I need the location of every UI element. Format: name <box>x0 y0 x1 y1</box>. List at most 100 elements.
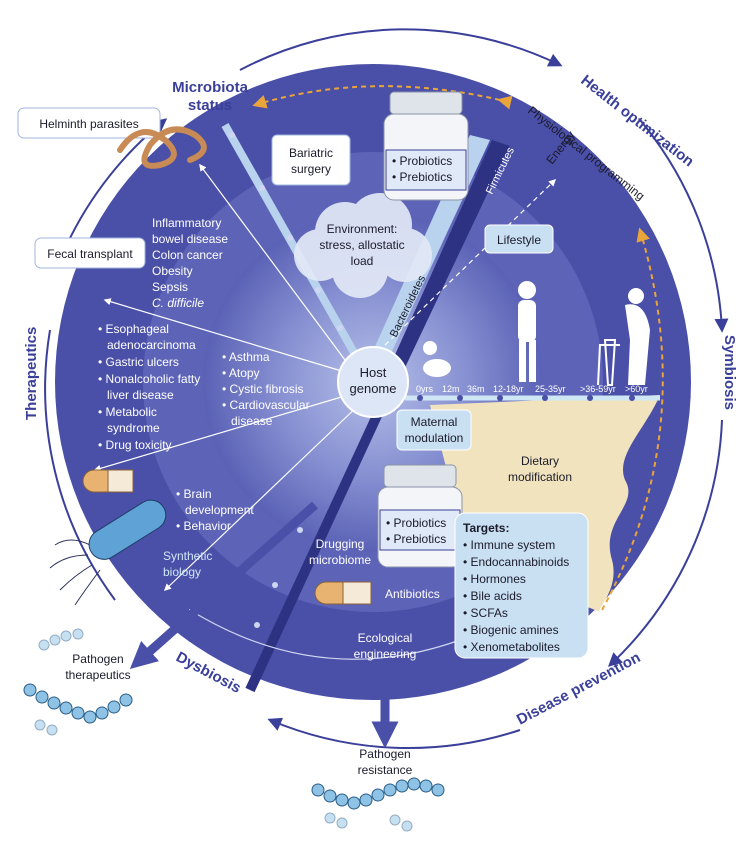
bottle-top-line2: • Prebiotics <box>392 170 452 184</box>
probiotics-bottle-bottom <box>377 464 463 568</box>
bottle-bottom-line2: • Prebiotics <box>386 532 446 546</box>
synthetic-line1: Synthetic <box>163 549 212 563</box>
maternal-box <box>396 409 472 451</box>
orange-arc-right <box>601 227 664 611</box>
disease-b-2: • Gastric ulcers <box>98 355 179 369</box>
brain-line3: • Behavior <box>176 519 231 533</box>
pathogen-chain-left-icon <box>23 628 133 736</box>
life-stage-figures <box>423 281 650 386</box>
brain-group: • Brain development • Behavior <box>176 487 254 533</box>
drugging-line1: Drugging <box>316 537 365 551</box>
ecological-curve <box>188 609 461 660</box>
disease-a-1: bowel disease <box>152 232 228 246</box>
disease-b-7: • Drug toxicity <box>98 438 172 452</box>
bariatric-line1: Bariatric <box>289 146 333 160</box>
host-genome-line2: genome <box>350 381 397 396</box>
capsule-left-icon <box>82 469 134 493</box>
brain-line1: • Brain <box>176 487 212 501</box>
disease-c-4: disease <box>231 414 273 428</box>
lifestyle-label: Lifestyle <box>497 233 541 247</box>
pathogen-therapeutics-line1: Pathogen <box>72 652 123 666</box>
host-genome-circle <box>337 346 409 418</box>
bariatric-box <box>271 134 351 186</box>
brain-line2: development <box>185 503 254 517</box>
diseases-group-a: Inflammatory bowel disease Colon cancer … <box>152 216 228 310</box>
fecal-transplant-label: Fecal transplant <box>47 247 133 261</box>
antibiotics-capsule-icon <box>314 581 372 605</box>
disease-c-0: • Asthma <box>222 350 270 364</box>
antibiotics-label: Antibiotics <box>385 587 440 601</box>
spoke-dots <box>229 132 343 628</box>
microbiota-status-line1: Microbiota <box>172 79 248 96</box>
age-3: 12-18yr <box>493 384 524 394</box>
age-4: 25-35yr <box>535 384 566 394</box>
microbiota-status-line2: status <box>188 97 232 114</box>
environment-cloud <box>294 193 432 298</box>
age-0: 0yrs <box>416 384 434 394</box>
pathogen-therapeutics-line2: therapeutics <box>65 668 130 682</box>
target-3: • Bile acids <box>463 589 522 603</box>
helminth-worm-icon <box>117 126 207 169</box>
environment-line1: Environment: <box>327 222 398 236</box>
host-genome-line1: Host <box>360 365 387 380</box>
probiotics-bottle-top <box>383 91 469 201</box>
environment-line3: load <box>351 254 374 268</box>
disease-b-6: syndrome <box>107 421 160 435</box>
disease-a-5: C. difficile <box>152 296 204 310</box>
helminth-label: Helminth parasites <box>39 117 138 131</box>
ecological-line1: Ecological <box>358 631 413 645</box>
dietary-line1: Dietary <box>521 454 559 468</box>
disease-a-0: Inflammatory <box>152 216 221 230</box>
diseases-group-b: • Esophageal adenocarcinoma • Gastric ul… <box>98 322 200 452</box>
disease-b-0: • Esophageal <box>98 322 169 336</box>
helminth-box <box>17 107 161 139</box>
target-0: • Immune system <box>463 538 555 552</box>
disease-b-5: • Metabolic <box>98 405 157 419</box>
bariatric-line2: surgery <box>291 162 331 176</box>
age-2: 36m <box>467 384 485 394</box>
targets-box <box>454 512 589 659</box>
orange-arc-top <box>252 85 513 110</box>
disease-prevention-label: Disease prevention <box>514 649 643 729</box>
disease-a-3: Obesity <box>152 264 193 278</box>
targets-title: Targets: <box>463 521 509 535</box>
therapeutics-label: Therapeutics <box>23 327 40 420</box>
target-4: • SCFAs <box>463 606 508 620</box>
target-6: • Xenometabolites <box>463 640 560 654</box>
disease-c-1: • Atopy <box>222 366 260 380</box>
pathogen-resistance-line2: resistance <box>358 763 413 777</box>
bottle-bottom-line1: • Probiotics <box>386 516 446 530</box>
age-labels: 0yrs 12m 36m 12-18yr 25-35yr >36-59yr >6… <box>416 384 648 394</box>
environment-line2: stress, allostatic <box>319 238 404 252</box>
fecal-transplant-box <box>34 237 146 269</box>
arrow-pathogen-therapeutics <box>129 501 318 669</box>
targets-list: • Immune system • Endocannabinoids • Hor… <box>463 538 569 654</box>
maternal-line1: Maternal <box>411 415 458 429</box>
drugging-line2: microbiome <box>309 553 371 567</box>
age-6: >60yr <box>625 384 648 394</box>
disease-b-4: liver disease <box>107 388 174 402</box>
lifestyle-box <box>484 224 554 254</box>
radial-arrows <box>93 163 557 591</box>
bacterium-icon <box>49 499 167 606</box>
target-1: • Endocannabinoids <box>463 555 569 569</box>
disease-a-4: Sepsis <box>152 280 188 294</box>
pathogen-chain-bottom-icon <box>311 777 445 832</box>
maternal-line2: modulation <box>405 431 464 445</box>
disease-a-2: Colon cancer <box>152 248 223 262</box>
firmicutes-band <box>380 140 510 395</box>
target-5: • Biogenic amines <box>463 623 559 637</box>
symbiosis-label: Symbiosis <box>721 335 738 410</box>
diseases-group-c: • Asthma • Atopy • Cystic fibrosis • Car… <box>222 350 310 428</box>
ecological-line2: engineering <box>354 647 417 661</box>
age-ticks <box>417 395 635 401</box>
disease-c-3: • Cardiovascular <box>222 398 310 412</box>
age-5: >36-59yr <box>580 384 616 394</box>
target-2: • Hormones <box>463 572 526 586</box>
disease-b-3: • Nonalcoholic fatty <box>98 372 200 386</box>
pathogen-resistance-line1: Pathogen <box>359 747 410 761</box>
disease-b-1: adenocarcinoma <box>107 338 196 352</box>
age-1: 12m <box>442 384 460 394</box>
disease-c-2: • Cystic fibrosis <box>222 382 304 396</box>
